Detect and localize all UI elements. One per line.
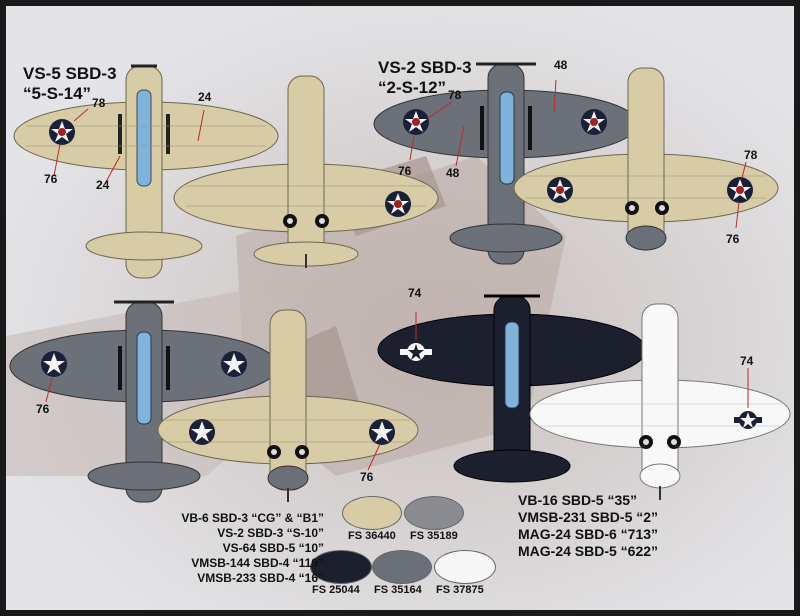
list-item: VB-16 SBD-5 “35” bbox=[518, 492, 638, 508]
color-swatch bbox=[434, 550, 496, 584]
callout-74: 74 bbox=[408, 286, 422, 300]
swatch-label: FS 25044 bbox=[312, 584, 360, 596]
aircraft-list-left: VB-6 SBD-3 “CG” & “B1” VS-2 SBD-3 “S-10”… bbox=[181, 511, 324, 586]
callout-76: 76 bbox=[36, 402, 50, 416]
callout-76: 76 bbox=[398, 164, 412, 178]
callout-78: 78 bbox=[744, 148, 758, 162]
callout-78: 78 bbox=[92, 96, 106, 110]
profile-title-vs5: VS-5 SBD-3 “5-S-14” bbox=[23, 64, 117, 104]
aircraft-list-right: VB-16 SBD-5 “35” VMSB-231 SBD-5 “2” MAG-… bbox=[518, 492, 658, 560]
callout-48: 48 bbox=[554, 58, 568, 72]
list-item: VS-2 SBD-3 “S-10” bbox=[217, 526, 324, 540]
profile-title-vs2: VS-2 SBD-3 “2-S-12” bbox=[378, 58, 472, 98]
list-item: VMSB-231 SBD-5 “2” bbox=[518, 509, 659, 525]
color-swatch bbox=[342, 496, 402, 530]
profile-navy-white-view bbox=[377, 294, 791, 500]
swatch-label: FS 36440 bbox=[348, 530, 396, 542]
list-item: MAG-24 SBD-6 “713” bbox=[518, 526, 659, 542]
color-swatch bbox=[404, 496, 464, 530]
swatch-label: FS 37875 bbox=[436, 584, 484, 596]
list-item: VS-64 SBD-5 “10” bbox=[222, 541, 324, 555]
swatch-label: FS 35164 bbox=[374, 584, 422, 596]
list-item: VMSB-144 SBD-4 “119” bbox=[191, 556, 324, 570]
callout-24: 24 bbox=[96, 178, 110, 192]
callout-74: 74 bbox=[740, 354, 754, 368]
profile-vs5-top-view bbox=[13, 64, 439, 279]
title-line2: “5-S-14” bbox=[23, 84, 92, 103]
callout-48: 48 bbox=[446, 166, 460, 180]
title-line1: VS-2 SBD-3 bbox=[378, 58, 472, 77]
title-line2: “2-S-12” bbox=[378, 78, 447, 97]
color-swatch bbox=[372, 550, 432, 584]
title-line1: VS-5 SBD-3 bbox=[23, 64, 117, 83]
color-swatch bbox=[310, 550, 372, 584]
callout-76: 76 bbox=[726, 232, 740, 246]
swatch-label: FS 35189 bbox=[410, 530, 458, 542]
callout-78: 78 bbox=[448, 88, 462, 102]
profile-vs2-top-view bbox=[373, 62, 779, 265]
list-item: VB-6 SBD-3 “CG” & “B1” bbox=[181, 511, 324, 525]
decal-sheet: VS-5 SBD-3 “5-S-14” 78 76 24 24 bbox=[6, 6, 794, 610]
callout-24: 24 bbox=[198, 90, 212, 104]
callout-76: 76 bbox=[360, 470, 374, 484]
list-item: VMSB-233 SBD-4 “16” bbox=[197, 571, 324, 585]
list-item: MAG-24 SBD-5 “622” bbox=[518, 543, 659, 559]
profile-gray-tan-view bbox=[9, 300, 419, 503]
callout-76: 76 bbox=[44, 172, 58, 186]
